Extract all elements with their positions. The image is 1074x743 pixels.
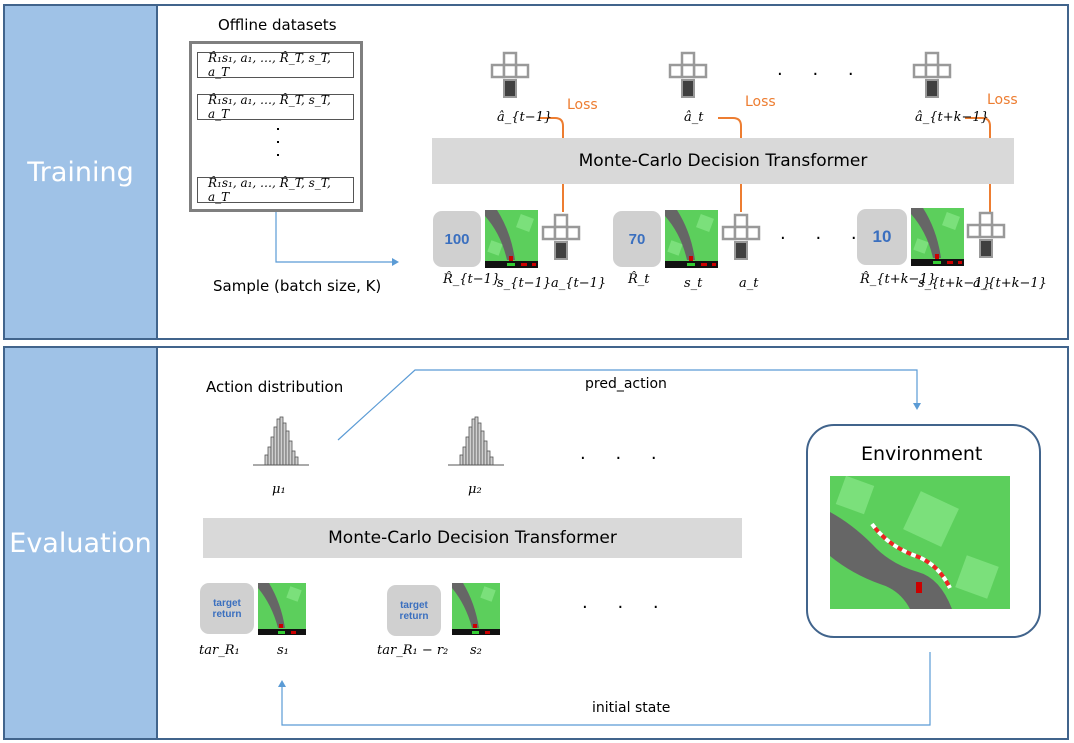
target-return-box: target return (387, 585, 441, 636)
pred-action-label: â_{t+k−1} (915, 110, 989, 125)
state-token-label: s₂ (470, 643, 482, 658)
return-token-label: R̂_{t+k−1} (860, 272, 936, 287)
state-token-label: s_t (684, 276, 703, 291)
loss-label: Loss (745, 94, 776, 110)
pred-action-icon (490, 51, 530, 104)
environment-title: Environment (861, 443, 983, 465)
state-frame-image (911, 208, 964, 271)
action-icon (966, 211, 1006, 264)
action-icon (721, 213, 761, 266)
state-frame-image (452, 583, 500, 640)
mu-label: μ₁ (272, 482, 286, 497)
datasets-title: Offline datasets (218, 16, 337, 34)
target-return-box: target return (200, 583, 254, 634)
action-distribution-title: Action distribution (206, 378, 344, 396)
action-token-label: a_{t+k−1} (973, 276, 1047, 291)
training-top-ellipsis: · · · (777, 64, 866, 85)
action-token-label: a_t (739, 276, 759, 291)
loss-label: Loss (987, 92, 1018, 108)
dataset-vertical-dots (277, 128, 281, 156)
state-token-label: s_{t+k−1} (918, 276, 991, 291)
state-frame-image (258, 583, 306, 640)
pred-action-label: â_{t−1} (497, 110, 553, 125)
mu-label: μ₂ (468, 482, 482, 497)
loss-label: Loss (567, 97, 598, 113)
return-token-box: 70 (613, 211, 661, 267)
evaluation-transformer-block: Monte-Carlo Decision Transformer (203, 518, 742, 558)
training-side-label: Training (27, 156, 134, 188)
return-token-label: R̂_t (628, 272, 650, 287)
state-frame-image (485, 210, 538, 273)
environment-track-image (830, 475, 1010, 614)
dataset-sequence-2: R̂₁s₁, a₁, …, R̂_T, s_T, a_T (197, 93, 354, 121)
dataset-sequence-3: R̂₁s₁, a₁, …, R̂_T, s_T, a_T (197, 176, 354, 204)
state-frame-image (665, 210, 718, 273)
training-side-label-box: Training (5, 6, 158, 338)
state-token-label: s_{t−1} (497, 276, 552, 291)
initial-state-label: initial state (592, 700, 671, 716)
state-token-label: s₁ (277, 643, 289, 658)
pred-action-label: pred_action (585, 376, 667, 392)
pred-action-icon (668, 51, 708, 104)
action-icon (541, 213, 581, 266)
evaluation-input-ellipsis: · · · (582, 597, 671, 618)
pred-action-icon (912, 51, 952, 104)
training-transformer-block: Monte-Carlo Decision Transformer (432, 138, 1014, 184)
return-token-label: R̂_{t−1} (443, 272, 501, 287)
pred-action-label: â_t (684, 110, 704, 125)
evaluation-side-label-box: Evaluation (5, 348, 158, 738)
datasets-box (189, 41, 363, 212)
target-return-token-label: tar_R₁ − r₂ (377, 643, 449, 658)
evaluation-side-label: Evaluation (9, 527, 152, 559)
return-token-box: 10 (857, 209, 907, 265)
distribution-ellipsis: · · · (580, 448, 669, 469)
action-token-label: a_{t−1} (551, 276, 607, 291)
distribution-histogram-icon (251, 415, 311, 472)
training-input-ellipsis: · · · (780, 228, 869, 249)
distribution-histogram-icon (446, 415, 506, 472)
target-return-token-label: tar_R₁ (199, 643, 240, 658)
sample-label: Sample (batch size, K) (213, 277, 382, 295)
return-token-box: 100 (433, 211, 481, 267)
dataset-sequence-1: R̂₁s₁, a₁, …, R̂_T, s_T, a_T (197, 51, 354, 79)
